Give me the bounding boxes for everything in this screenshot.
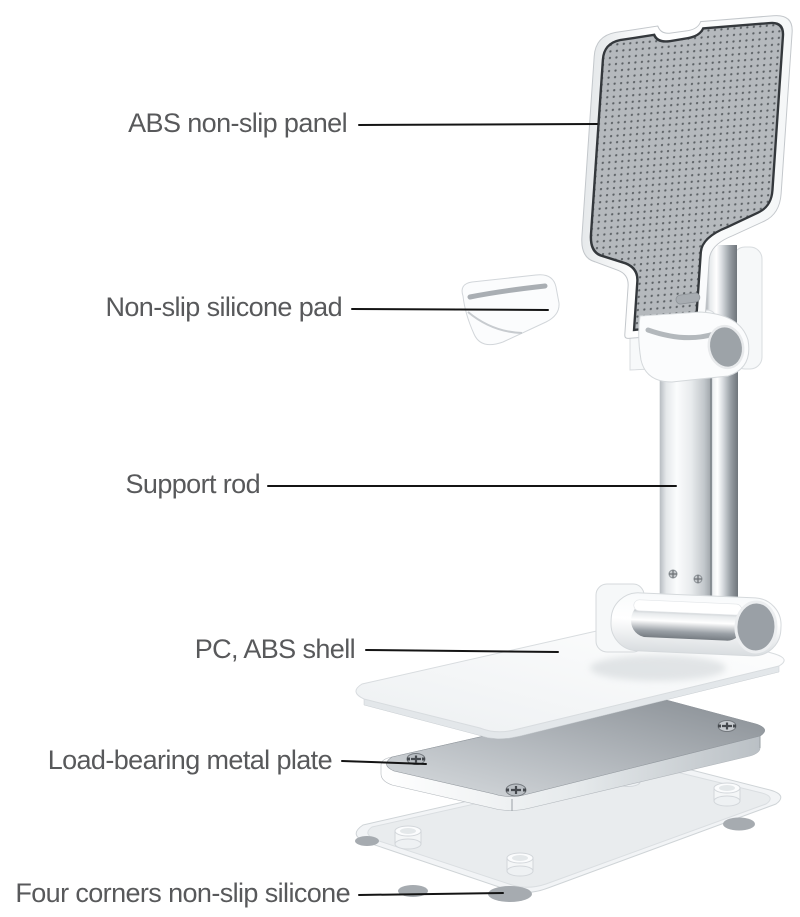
callout-lines xyxy=(267,123,677,896)
back-slot xyxy=(675,292,701,305)
label-corner-silicone: Four corners non-slip silicone xyxy=(15,878,350,908)
right-silicone-pad xyxy=(645,327,717,341)
label-support-rod: Support rod xyxy=(125,469,261,499)
hook-end-cap xyxy=(707,324,745,370)
folding-hinge xyxy=(595,583,782,657)
phone-panel xyxy=(581,15,793,339)
label-metal-plate: Load-bearing metal plate xyxy=(47,745,333,775)
rod-screws xyxy=(668,569,703,584)
callout-line-metal-plate xyxy=(341,760,427,765)
plate-screws xyxy=(406,720,737,797)
left-silicone-pad xyxy=(467,283,548,300)
callout-line-abs-panel xyxy=(358,123,598,126)
bottom-tray xyxy=(355,761,782,902)
callout-line-pc-abs-shell xyxy=(365,649,559,653)
right-hook xyxy=(638,311,750,383)
callout-line-corner-silicone xyxy=(358,892,504,896)
silicone-feet xyxy=(355,817,755,902)
hinge-end-cap xyxy=(734,600,778,654)
label-pc-abs-shell: PC, ABS shell xyxy=(194,634,356,664)
label-silicone-pad: Non-slip silicone pad xyxy=(105,292,342,322)
label-abs-panel: ABS non-slip panel xyxy=(128,108,347,138)
callout-line-silicone-pad xyxy=(351,308,549,311)
panel-abs-texture xyxy=(589,21,785,332)
